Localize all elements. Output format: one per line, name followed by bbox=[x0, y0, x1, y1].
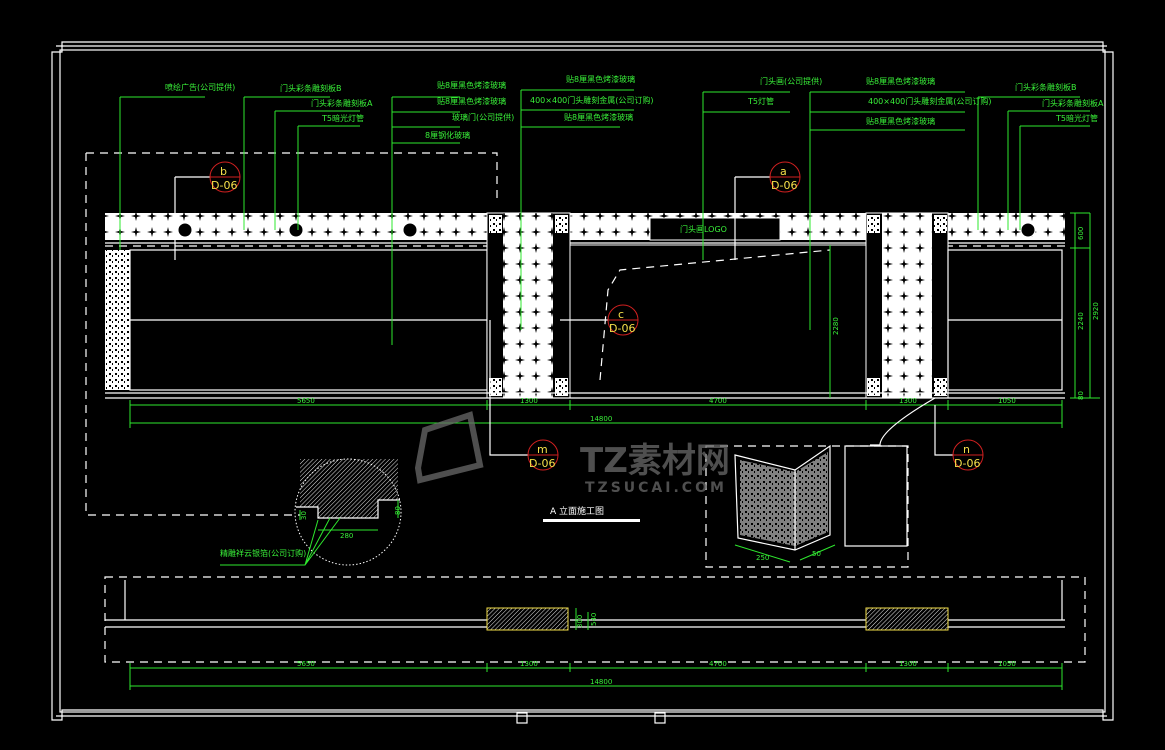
drawing-text: 14800 bbox=[590, 678, 612, 686]
elevation-dimensions: 5650 1300 4700 1300 1050 14800 600 2240 … bbox=[129, 227, 1100, 428]
drawing-text: 600 bbox=[1077, 227, 1085, 240]
callout-b: bD-06 bbox=[209, 161, 241, 193]
drawing-text: 贴8厘黑色烤漆玻璃 bbox=[866, 116, 935, 126]
drawing-text: m bbox=[537, 443, 548, 456]
drawing-text: 精雕祥云银箔(公司订购) bbox=[220, 548, 306, 558]
drawing-text: 喷绘广告(公司提供) bbox=[165, 82, 235, 92]
drawing-text: 门头彩条雕刻板B bbox=[1015, 82, 1077, 92]
drawing-text: 1300 bbox=[520, 397, 538, 405]
drawing-text: 门头彩条雕刻板A bbox=[311, 98, 373, 108]
drawing-text: 贴8厘黑色烤漆玻璃 bbox=[866, 76, 935, 86]
drawing-text: 贴8厘黑色烤漆玻璃 bbox=[437, 96, 506, 106]
drawing-text: 门头彩条雕刻板A bbox=[1042, 98, 1104, 108]
drawing-text: 14800 bbox=[590, 415, 612, 423]
drawing-text: 50 bbox=[812, 550, 821, 558]
elevation-view: 门头画LOGO bbox=[85, 152, 1065, 516]
drawing-text: D-06 bbox=[771, 179, 797, 192]
drawing-text: 80 bbox=[394, 506, 402, 515]
drawing-text: D-06 bbox=[954, 457, 980, 470]
drawing-text: 250 bbox=[756, 554, 769, 562]
drawing-text: 5650 bbox=[297, 397, 315, 405]
drawing-text: 8厘钢化玻璃 bbox=[425, 130, 470, 140]
drawing-text: 门头画(公司提供) bbox=[760, 76, 822, 86]
labels: 喷绘广告(公司提供) 门头彩条雕刻板B 门头彩条雕刻板A T5暗光灯管 贴8厘黑… bbox=[165, 74, 1104, 140]
title-underline bbox=[543, 519, 640, 522]
drawing-text: D-06 bbox=[211, 179, 237, 192]
drawing-text: TZ素材网 bbox=[580, 441, 730, 481]
drawing-text: T5暗光灯管 bbox=[1055, 113, 1098, 123]
lamp-icons bbox=[177, 222, 1036, 238]
drawing-text: 2920 bbox=[1092, 302, 1100, 320]
drawing-text: 2240 bbox=[1077, 312, 1085, 330]
drawing-text: a bbox=[780, 165, 787, 178]
drawing-text: 玻璃门(公司提供) bbox=[452, 112, 514, 122]
callout-c: cD-06 bbox=[607, 304, 639, 336]
drawing-text: 1050 bbox=[998, 660, 1016, 668]
drawing-title: A 立面施工图 bbox=[550, 505, 604, 517]
drawing-text: 1300 bbox=[899, 660, 917, 668]
drawing-text: 280 bbox=[340, 532, 353, 540]
plan-view: 300 540 5650 1300 4700 1300 1050 14800 bbox=[104, 576, 1086, 690]
corner-detail: 250 50 bbox=[705, 444, 909, 568]
drawing-text: 4700 bbox=[709, 397, 727, 405]
callouts: bD-06 aD-06 cD-06 mD-06 nD-06 bbox=[174, 161, 984, 471]
logo-box bbox=[649, 217, 781, 241]
watermark: TZ素材网 TZSUCAI.COM bbox=[414, 411, 730, 496]
drawing-text: 540 bbox=[590, 613, 598, 626]
drawing-frame bbox=[51, 41, 1114, 724]
drawing-text: 5650 bbox=[297, 660, 315, 668]
drawing-text: 贴8厘黑色烤漆玻璃 bbox=[566, 74, 635, 84]
drawing-text: 30 bbox=[300, 511, 308, 520]
label-leaders bbox=[119, 89, 1100, 399]
section-detail: 280 30 80 精雕祥云银箔(公司订购) bbox=[220, 458, 402, 566]
drawing-text: TZSUCAI.COM bbox=[585, 480, 727, 496]
drawing-text: 80 bbox=[1077, 391, 1085, 400]
drawing-text: 1300 bbox=[899, 397, 917, 405]
drawing-text: 门头彩条雕刻板B bbox=[280, 83, 342, 93]
drawing-text: 贴8厘黑色烤漆玻璃 bbox=[564, 112, 633, 122]
drawing-text: 300 bbox=[576, 615, 584, 628]
drawing-text: n bbox=[963, 443, 970, 456]
left-column bbox=[105, 250, 130, 390]
drawing-text: T5灯管 bbox=[747, 96, 774, 106]
drawing-text: D-06 bbox=[529, 457, 555, 470]
drawing-text: T5暗光灯管 bbox=[321, 113, 364, 123]
drawing-text: D-06 bbox=[609, 322, 635, 335]
drawing-text: c bbox=[618, 308, 624, 321]
drawing-text: 4700 bbox=[709, 660, 727, 668]
drawing-text: 1300 bbox=[520, 660, 538, 668]
drawing-text: 400×400门头雕刻金属(公司订购) bbox=[868, 96, 991, 106]
drawing-text: 贴8厘黑色烤漆玻璃 bbox=[437, 80, 506, 90]
drawing-text: 1050 bbox=[998, 397, 1016, 405]
drawing-text: 2280 bbox=[832, 317, 840, 335]
drawing-text: 400×400门头雕刻金属(公司订购) bbox=[530, 95, 653, 105]
callout-n: nD-06 bbox=[952, 439, 984, 471]
callout-a: aD-06 bbox=[769, 161, 801, 193]
drawing-text: b bbox=[220, 165, 227, 178]
callout-m: mD-06 bbox=[527, 439, 559, 471]
